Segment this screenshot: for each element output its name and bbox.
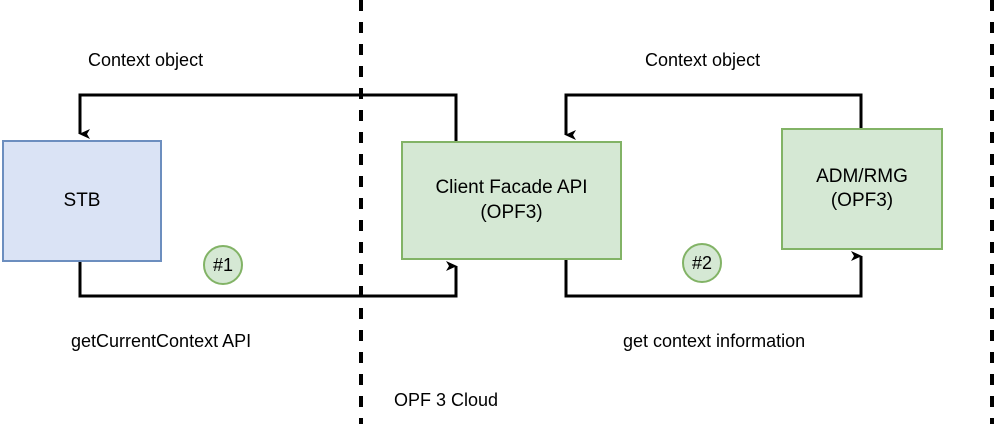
edge-client-facade-to-adm-rmg — [564, 251, 863, 298]
node-client-facade-api-label: Client Facade API (OPF3) — [435, 177, 588, 223]
node-client-facade-api[interactable]: Client Facade API (OPF3) — [401, 141, 622, 260]
edge-client-facade-to-stb — [78, 93, 458, 141]
edge-label-context-object-right: Context object — [645, 50, 761, 70]
step-badge-2[interactable]: #2 — [682, 243, 722, 283]
step-badge-2-label: #2 — [691, 252, 713, 273]
edge-label-get-context-information: get context information — [623, 331, 806, 351]
edge-label-context-object-left: Context object — [88, 50, 204, 70]
step-badge-1-label: #1 — [212, 254, 234, 275]
edge-stb-to-client-facade — [78, 261, 458, 298]
node-adm-rmg-label: ADM/RMG (OPF3) — [816, 165, 908, 211]
node-stb-label: STB — [63, 189, 101, 211]
edge-label-get-current-context-api: getCurrentContext API — [71, 331, 252, 351]
step-badge-1[interactable]: #1 — [203, 245, 243, 285]
node-stb[interactable]: STB — [2, 140, 162, 262]
node-adm-rmg[interactable]: ADM/RMG (OPF3) — [781, 128, 943, 250]
edge-adm-rmg-to-client-facade — [564, 93, 863, 140]
cloud-boundary-label: OPF 3 Cloud — [394, 390, 499, 410]
